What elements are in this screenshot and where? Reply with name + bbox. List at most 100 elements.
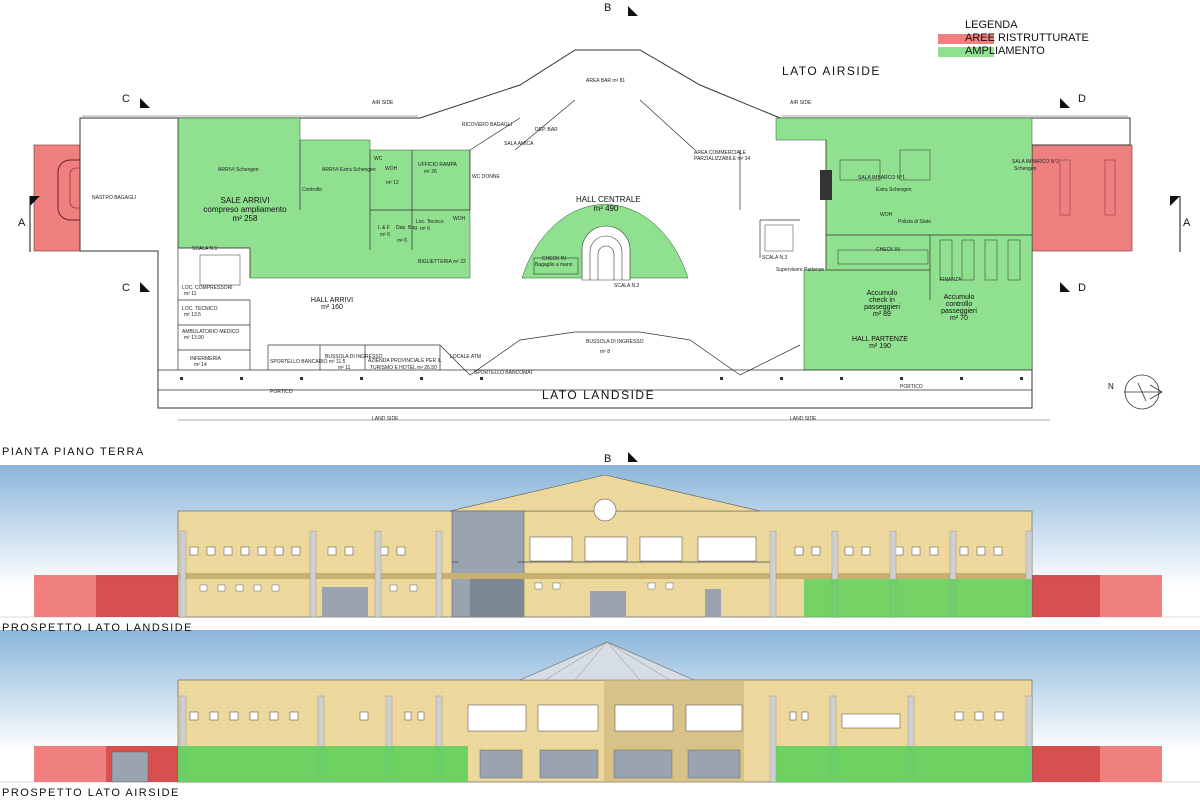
room-accumulo-1: Accumulo check in passeggieri m² 89 [852, 290, 912, 318]
room-finanza: FINANZA [940, 277, 962, 283]
room-woh-2: WOH [453, 216, 466, 222]
room-lf-area: m² 6 [380, 232, 390, 238]
room-ambulatorio-area: m² 13.90 [184, 335, 204, 341]
legend-swatch-restructured [938, 34, 994, 44]
room-nastro-bagagli: NASTRO BAGAGLI [92, 195, 137, 201]
accumulo-2-line-1: Accumulo [943, 294, 975, 301]
airside-elevation [0, 630, 1200, 783]
room-infermeria-area: m² 14 [194, 362, 207, 368]
hall-partenze-area: m² 190 [869, 343, 891, 350]
room-arrivi-schengen: ARRIVI Schengen [218, 167, 259, 173]
section-mark-d-top: D [1078, 93, 1087, 105]
legend-label-restructured: AREE RISTRUTTURATE [965, 32, 1089, 44]
hall-partenze-name: HALL PARTENZE [852, 336, 908, 343]
room-mq12: m² 12 [386, 180, 399, 186]
section-mark-c-top: C [122, 93, 131, 105]
room-area-commerciale-2: PARZIALIZZABILE m² 34 [694, 156, 751, 162]
central-stair [581, 225, 631, 281]
room-scala-1: SCALA N.1 [192, 246, 218, 252]
room-sala-imbarco-1-b: Extra Schengen [876, 187, 912, 193]
landside-label: LATO LANDSIDE [542, 388, 656, 402]
restructured-area-east [1031, 144, 1133, 252]
plan-title: PIANTA PIANO TERRA [2, 446, 145, 458]
room-sportello-bancomat: SPORTELLO BANCOMAT [474, 370, 534, 376]
landside-elevation [0, 465, 1200, 618]
hall-arrivi-area: m² 160 [321, 304, 343, 311]
room-check-in-bag-2: Bagaglio a mano [535, 262, 573, 268]
room-area-commerciale: AREA COMMERCIALE [694, 150, 746, 156]
room-biglietteria: BIGLIETTERIA m² 22 [418, 259, 466, 265]
sale-arrivi-name: SALE ARRIVI [220, 196, 270, 205]
room-dep-bag: Dep. Bag. [396, 225, 419, 231]
room-hall-partenze: HALL PARTENZE m² 190 [850, 336, 910, 350]
room-sala-imbarco-1: SALA IMBARCO N°1 [858, 175, 906, 181]
legend-label-expansion: AMPLIAMENTO [965, 45, 1045, 57]
air-side-right: AIR SIDE [790, 100, 812, 106]
accumulo-1-line-3: passeggieri [864, 304, 900, 311]
room-infermeria: INFERMERIA [190, 356, 221, 362]
accumulo-2-line-2: controllo [945, 301, 973, 308]
expansion-departures [775, 117, 1033, 371]
room-ufficio-rampa-area: m² 26 [424, 169, 437, 175]
room-azienda-2: TURISMO E HOTEL m² 26.50 [370, 365, 437, 371]
land-side-right: LAND SIDE [790, 416, 817, 422]
room-bussola-centrale: BUSSOLA DI INGRESSO [586, 339, 644, 345]
portico-left: PORTICO [270, 389, 293, 395]
section-mark-a-right: A [1183, 217, 1192, 229]
room-accumulo-2: Accumulo controllo passeggieri m² 70 [928, 294, 990, 322]
room-ambulatorio: AMBULATORIO MEDICO [182, 329, 240, 335]
room-area-bar: AREA BAR m² 81 [586, 78, 626, 84]
portico-columns [180, 377, 1023, 380]
room-ricovero: RICOVERO BAGAGLI [462, 122, 513, 128]
airside-elevation-title: PROSPETTO LATO AIRSIDE [2, 787, 180, 799]
room-sala-amica: SALA AMICA [504, 141, 534, 147]
legend-swatch-expansion [938, 47, 994, 57]
room-loc-tecnico: Loc. Tecnico [416, 219, 444, 225]
room-scala-2: SCALA N.2 [614, 283, 640, 289]
portico-right: PORTICO [900, 384, 923, 390]
room-check-in: CHECK IN [876, 247, 900, 253]
room-sala-imbarco-2: SALA IMBARCO N°2 [1012, 159, 1060, 165]
room-bussola-centrale-area: m² 8 [600, 349, 610, 355]
legend-title: LEGENDA [965, 19, 1018, 31]
room-controllo: Controllo [302, 187, 323, 193]
hall-centrale-name: HALL CENTRALE [576, 195, 641, 204]
sale-arrivi-desc: compreso ampliamento [203, 205, 287, 215]
room-supervisore: Supervisore Partenze [776, 267, 825, 273]
section-mark-a-left: A [18, 217, 27, 229]
room-scala-3: SCALA N.3 [762, 255, 788, 261]
section-mark-c-bottom: C [122, 282, 131, 294]
room-bussola-ingresso: BUSSOLA DI INGRESSO [325, 354, 383, 360]
accumulo-1-line-1: Accumulo [866, 290, 898, 297]
room-polizia: Polizia di Stato [898, 219, 932, 225]
section-mark-d-bottom: D [1078, 282, 1087, 294]
room-dep-bar: DEP. BAR [535, 127, 558, 133]
north-label: N [1108, 382, 1114, 391]
accumulo-2-area: m² 70 [950, 315, 968, 322]
airside-label: LATO AIRSIDE [782, 64, 881, 78]
section-mark-b-bottom: B [604, 453, 613, 465]
air-side-left: AIR SIDE [372, 100, 394, 106]
north-arrow-icon [1124, 374, 1163, 410]
room-woh: WOH [385, 166, 398, 172]
room-wc: WC [374, 156, 383, 162]
room-sala-imbarco-2-b: Schengen [1014, 166, 1037, 172]
room-hall-arrivi: HALL ARRIVI m² 160 [302, 297, 362, 311]
hall-arrivi-name: HALL ARRIVI [310, 297, 354, 304]
accumulo-1-line-2: check in [869, 297, 895, 304]
accumulo-1-area: m² 89 [873, 311, 891, 318]
room-sportello-bancario: SPORTELLO BANCARIO m² 11.5 [270, 359, 346, 365]
accumulo-2-line-3: passeggieri [941, 308, 977, 315]
room-check-in-bag: CHECK IN [542, 256, 566, 262]
room-ufficio-rampa: UFFICIO RAMPA [418, 162, 457, 168]
room-woh-3: WOH [880, 212, 893, 218]
section-mark-b-top: B [604, 2, 613, 14]
landside-elevation-title: PROSPETTO LATO LANDSIDE [2, 622, 193, 634]
room-loc-tecnico-2: LOC. TECNICO [182, 306, 218, 312]
land-side-left: LAND SIDE [372, 416, 399, 422]
room-loc-compressori: LOC. COMPRESSORI [182, 285, 233, 291]
room-wc-donne: WC DONNE [472, 174, 500, 180]
room-loc-tecnico-2-area: m² 13.5 [184, 312, 201, 318]
room-loc-tecnico-area: m² 6 [420, 226, 430, 232]
